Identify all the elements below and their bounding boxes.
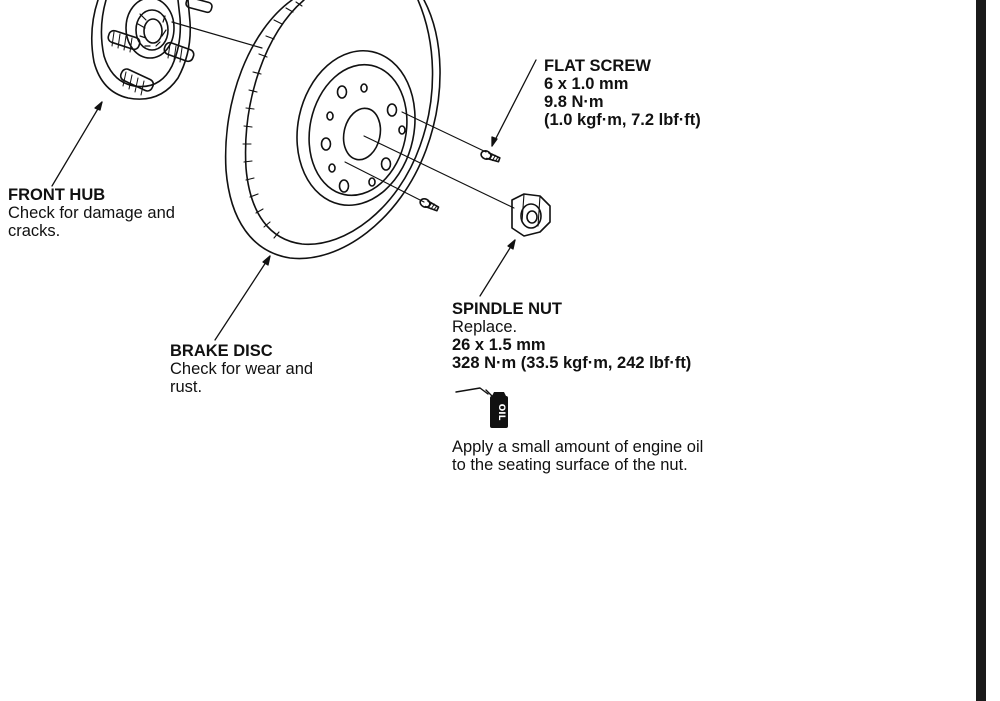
oil-instruction-line: to the seating surface of the nut. <box>452 456 688 474</box>
wheel-stud <box>119 68 155 96</box>
flat-screw-torque: 9.8 N·m <box>544 93 604 111</box>
front-hub-callout: FRONT HUB Check for damage and cracks. <box>8 186 175 240</box>
brake-disc-drawing <box>224 0 441 260</box>
oil-instruction-line: Apply a small amount of engine oil <box>452 438 704 456</box>
flat-screw-leader <box>491 59 537 147</box>
spindle-nut-drawing <box>363 135 551 237</box>
arrow-icon <box>94 101 103 111</box>
spindle-nut-size: 26 x 1.5 mm <box>452 336 546 354</box>
arrow-icon <box>262 255 271 266</box>
spindle-nut-leader <box>479 239 516 297</box>
spindle-nut-callout: SPINDLE NUT Replace. 26 x 1.5 mm 328 N·m… <box>452 300 691 372</box>
page-edge-bar <box>976 0 986 701</box>
front-hub-leader <box>51 101 103 187</box>
arrow-icon <box>507 239 516 250</box>
leader-lines <box>51 59 537 341</box>
brake-disc-note: rust. <box>170 378 203 396</box>
flat-screw-torque-alt: (1.0 kgf·m, 7.2 lbf·ft) <box>544 111 701 129</box>
arrow-icon <box>491 136 498 147</box>
front-hub-note: Check for damage and <box>8 204 175 222</box>
brake-disc-note: Check for wear and <box>170 360 314 378</box>
oil-label: OIL <box>496 404 506 421</box>
oil-can-icon: OIL <box>455 387 508 428</box>
spindle-nut-note: Replace. <box>452 318 518 336</box>
wheel-stud <box>185 0 213 14</box>
wheel-stud <box>163 41 195 63</box>
flat-screw-size: 6 x 1.0 mm <box>544 75 629 93</box>
brake-disc-callout: BRAKE DISC Check for wear and rust. <box>170 342 313 396</box>
flat-screw-callout: FLAT SCREW 6 x 1.0 mm 9.8 N·m (1.0 kgf·m… <box>544 57 701 129</box>
wheel-stud <box>107 29 141 53</box>
spindle-nut-title: SPINDLE NUT <box>452 300 563 318</box>
front-hub-drawing <box>90 0 263 100</box>
brake-disc-leader <box>214 255 271 341</box>
front-hub-title: FRONT HUB <box>8 186 106 204</box>
spindle-nut-torque: 328 N·m (33.5 kgf·m, 242 lbf·ft) <box>452 354 692 372</box>
oil-instruction: Apply a small amount of engine oil to th… <box>452 438 703 474</box>
disc-vent-slots <box>242 1 303 239</box>
brake-disc-title: BRAKE DISC <box>170 342 273 360</box>
flat-screw-title: FLAT SCREW <box>544 57 651 75</box>
flat-screw-drawing <box>344 111 501 212</box>
front-hub-note: cracks. <box>8 222 61 240</box>
